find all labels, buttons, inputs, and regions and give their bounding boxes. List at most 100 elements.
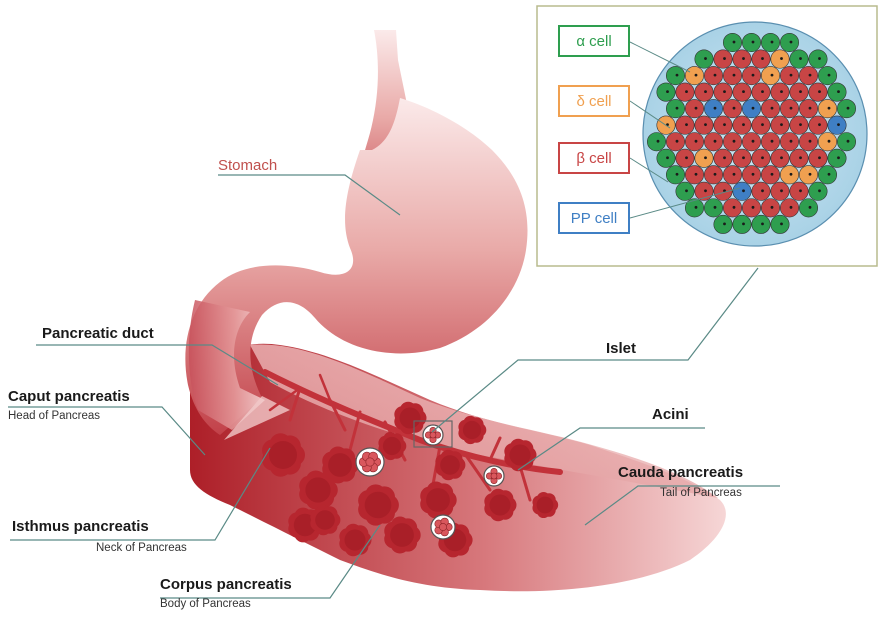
alpha-cell [809, 50, 827, 68]
alpha-cell [818, 66, 836, 84]
beta-cell [771, 83, 789, 101]
beta-cell [761, 199, 779, 217]
beta-cell [742, 133, 760, 151]
beta-cell [733, 83, 751, 101]
beta-cell [809, 83, 827, 101]
beta-cell [761, 133, 779, 151]
pp-cell [828, 116, 846, 134]
beta-cell [695, 83, 713, 101]
legend-pp-cell: PP cell [558, 202, 630, 234]
beta-cell [790, 182, 808, 200]
beta-cell [752, 83, 770, 101]
beta-cell [790, 116, 808, 134]
small-islet [423, 425, 443, 445]
small-islet [484, 466, 504, 486]
beta-cell [809, 149, 827, 167]
alpha-cell [837, 133, 855, 151]
alpha-cell [780, 33, 798, 51]
label-pancreatic-duct: Pancreatic duct [42, 325, 154, 342]
alpha-cell [771, 215, 789, 233]
alpha-cell [666, 166, 684, 184]
label-acini: Acini [652, 406, 689, 423]
alpha-cell [742, 33, 760, 51]
beta-cell [733, 116, 751, 134]
alpha-cell [809, 182, 827, 200]
beta-cell [771, 116, 789, 134]
beta-cell [780, 133, 798, 151]
label-corpus-pancreatis: Corpus pancreatis [160, 576, 292, 593]
beta-cell [733, 149, 751, 167]
alpha-cell [695, 50, 713, 68]
beta-cell [704, 166, 722, 184]
small-islet [431, 515, 455, 539]
beta-cell [714, 149, 732, 167]
pp-cell [742, 99, 760, 117]
beta-cell [780, 66, 798, 84]
alpha-cell [733, 215, 751, 233]
label-cauda-pancreatis: Cauda pancreatis [618, 464, 743, 481]
label-islet: Islet [606, 340, 636, 357]
alpha-cell [828, 83, 846, 101]
beta-cell [752, 182, 770, 200]
label-tail-of-pancreas: Tail of Pancreas [660, 487, 742, 499]
alpha-cell [657, 149, 675, 167]
delta-cell [695, 149, 713, 167]
beta-cell [685, 166, 703, 184]
beta-cell [723, 66, 741, 84]
alpha-cell [685, 199, 703, 217]
delta-cell [799, 166, 817, 184]
alpha-cell [714, 215, 732, 233]
beta-cell [704, 133, 722, 151]
beta-cell [676, 149, 694, 167]
beta-cell [799, 66, 817, 84]
beta-cell [676, 116, 694, 134]
beta-cell [685, 99, 703, 117]
beta-cell [742, 199, 760, 217]
beta-cell [771, 182, 789, 200]
beta-cell [742, 66, 760, 84]
label-head-of-pancreas: Head of Pancreas [8, 410, 100, 422]
beta-cell [666, 133, 684, 151]
alpha-cell [723, 33, 741, 51]
label-isthmus-pancreatis: Isthmus pancreatis [12, 518, 149, 535]
label-neck-of-pancreas: Neck of Pancreas [96, 542, 187, 554]
beta-cell [752, 50, 770, 68]
pp-cell [733, 182, 751, 200]
beta-cell [790, 149, 808, 167]
delta-cell [818, 133, 836, 151]
beta-cell [704, 66, 722, 84]
alpha-cell [666, 99, 684, 117]
delta-cell [761, 66, 779, 84]
beta-cell [761, 99, 779, 117]
alpha-cell [647, 133, 665, 151]
beta-cell [742, 166, 760, 184]
label-stomach: Stomach [218, 157, 277, 174]
alpha-cell [790, 50, 808, 68]
beta-cell [714, 83, 732, 101]
pp-cell [704, 99, 722, 117]
beta-cell [790, 83, 808, 101]
beta-cell [733, 50, 751, 68]
alpha-cell [828, 149, 846, 167]
label-caput-pancreatis: Caput pancreatis [8, 388, 130, 405]
alpha-cell [752, 215, 770, 233]
alpha-cell [657, 83, 675, 101]
alpha-cell [837, 99, 855, 117]
beta-cell [676, 83, 694, 101]
beta-cell [723, 99, 741, 117]
legend-alpha-cell: α cell [558, 25, 630, 57]
beta-cell [714, 116, 732, 134]
beta-cell [799, 99, 817, 117]
beta-cell [771, 149, 789, 167]
legend-beta-cell: β cell [558, 142, 630, 174]
beta-cell [685, 133, 703, 151]
beta-cell [752, 116, 770, 134]
delta-cell [685, 66, 703, 84]
alpha-cell [799, 199, 817, 217]
beta-cell [723, 133, 741, 151]
beta-cell [752, 149, 770, 167]
beta-cell [780, 99, 798, 117]
beta-cell [714, 50, 732, 68]
beta-cell [799, 133, 817, 151]
